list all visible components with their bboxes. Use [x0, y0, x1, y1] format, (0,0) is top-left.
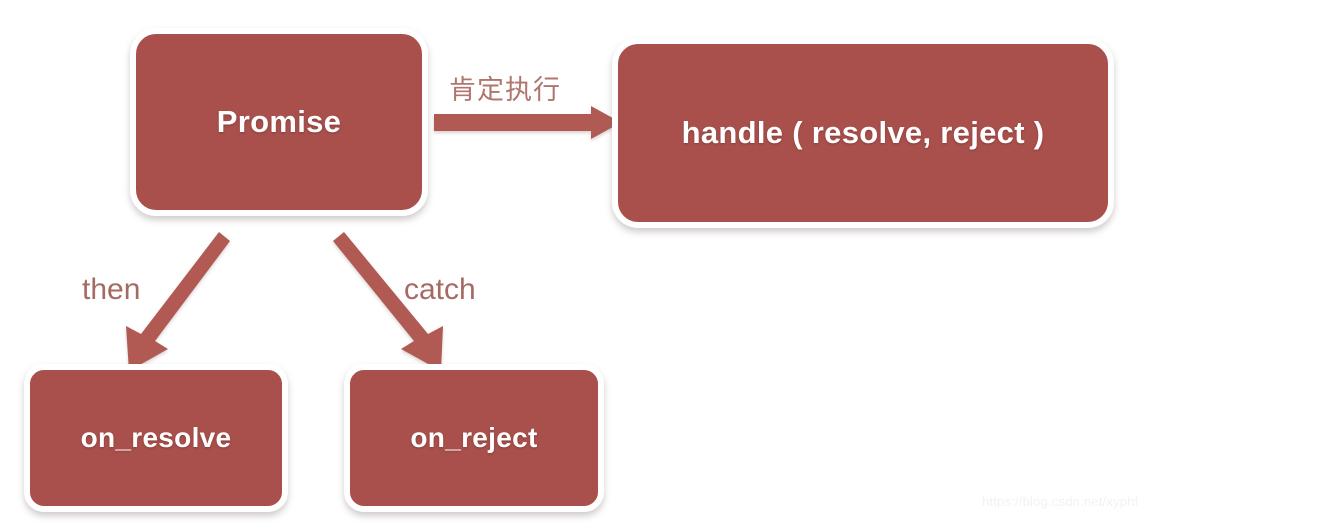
node-promise[interactable]: Promise	[130, 28, 428, 216]
edge-label-catch: catch	[404, 273, 476, 306]
node-handle[interactable]: handle ( resolve, reject )	[612, 38, 1114, 228]
node-handle-label: handle ( resolve, reject )	[681, 115, 1045, 150]
node-promise-label: Promise	[216, 104, 342, 139]
node-on-reject-label: on_reject	[410, 422, 538, 453]
node-on-reject[interactable]: on_reject	[344, 364, 604, 512]
node-on-resolve[interactable]: on_resolve	[24, 364, 288, 512]
node-on-resolve-label: on_resolve	[80, 422, 232, 453]
arrow-promise-to-on-resolve	[126, 232, 230, 371]
arrow-promise-to-handle	[434, 106, 621, 139]
watermark: https://blog.csdn.net/xyphf	[982, 494, 1139, 509]
edge-label-affirm: 肯定执行	[449, 75, 561, 105]
edge-label-then: then	[82, 273, 141, 306]
